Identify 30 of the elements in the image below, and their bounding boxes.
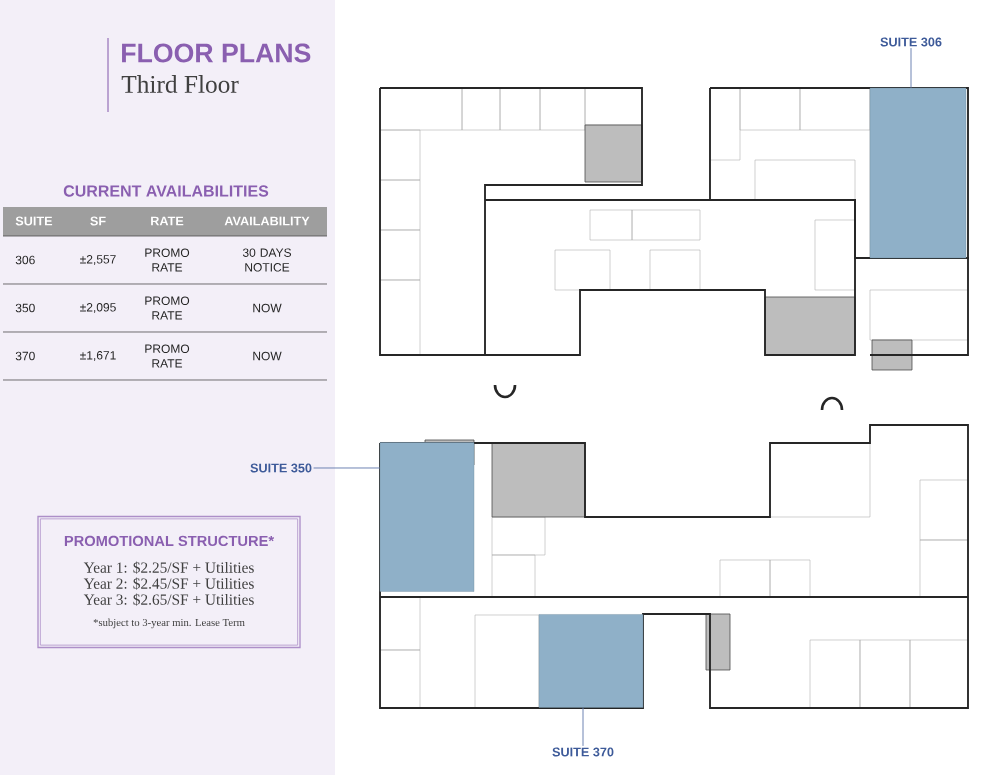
suite-area [538, 614, 644, 708]
suite-label: SUITE 350 [250, 463, 312, 473]
label: AVAILABILITY [224, 216, 310, 226]
table-cell: ±1,671 [80, 351, 116, 361]
section-heading: CURRENT AVAILABILITIES [63, 185, 269, 197]
suite-area [379, 442, 475, 592]
table-cell: 350 [15, 303, 35, 313]
leader-line [910, 47, 912, 89]
subtitle: Third Floor [121, 75, 239, 93]
title: FLOOR PLANS [122, 43, 311, 63]
table-cell: ±2,095 [80, 303, 116, 313]
table-cell: PROMO RATE [145, 344, 190, 368]
label: SUITE [15, 216, 53, 226]
table-cell: NOW [253, 351, 282, 361]
table-cell: PROMO RATE [145, 296, 190, 320]
suite-label: SUITE 306 [880, 37, 942, 47]
label: SF [90, 216, 106, 226]
table-cell: 370 [15, 351, 35, 361]
table-cell: NOW [253, 303, 282, 313]
table-header: SUITE SF RATE AVAILABILITY [3, 207, 327, 236]
leader-line [313, 467, 381, 469]
suite-area [869, 87, 967, 259]
table-cell: 306 [15, 255, 35, 265]
leader-line [582, 707, 584, 747]
table-cell: 30 DAYS NOTICE [242, 248, 292, 272]
table-cell: ±2,557 [80, 255, 116, 265]
table-cell: PROMO RATE [145, 248, 190, 272]
suite-label: SUITE 370 [552, 747, 614, 757]
promo-box: PROMOTIONAL STRUCTURE* Year 1: $2.25/SF + Utilities Year 2: $2.45/SF + Utilities Year 3: $2.65/SF + Utilities *subject to 3-year min. Lease Term [37, 515, 301, 649]
label: RATE [151, 216, 184, 226]
